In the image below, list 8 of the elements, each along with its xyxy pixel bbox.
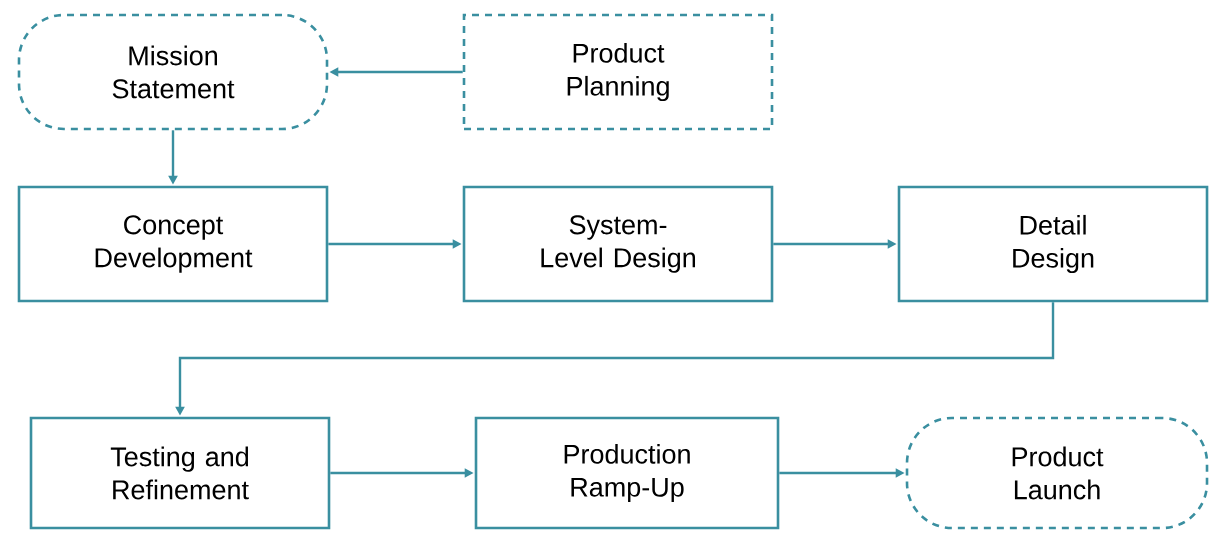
terminal-box: Product Launch: [905, 416, 1209, 530]
process-box: Detail Design: [897, 185, 1209, 303]
process-box: Production Ramp-Up: [474, 416, 780, 530]
process-box: Testing and Refinement: [29, 416, 331, 530]
process-box: System-Level Design: [462, 185, 774, 303]
terminal-box: Mission Statement: [17, 13, 329, 131]
process-box: Product Planning: [462, 13, 774, 131]
process-box: Concept Development: [17, 185, 329, 303]
